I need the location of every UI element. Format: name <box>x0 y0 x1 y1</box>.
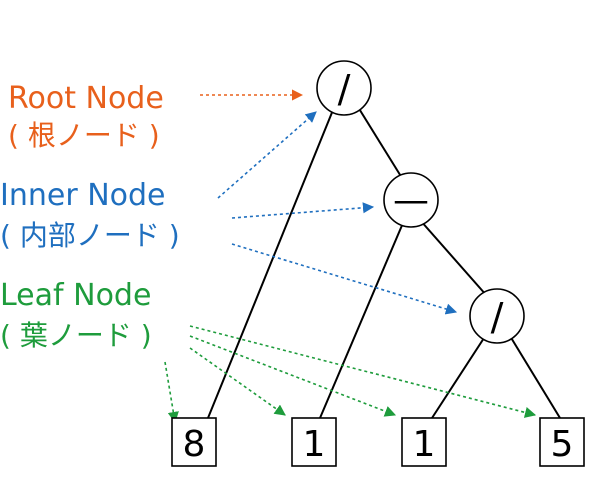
leaf-label-group: Leaf Node ( 葉ノード ) <box>0 278 152 352</box>
edge-inner1-leaf2 <box>319 222 404 419</box>
tree-edges <box>207 106 561 419</box>
leaf-arrow-to-leaf3 <box>189 335 397 417</box>
leaf-node-2-label: 1 <box>303 424 326 465</box>
root-node-label: / <box>338 67 351 111</box>
leaf-arrow-to-leaf1 <box>164 361 179 424</box>
inner-node-2: / <box>469 288 525 344</box>
leaf-arrow-to-leaf4 <box>189 325 537 418</box>
leaf-label-sub: ( 葉ノード ) <box>0 319 152 352</box>
leaf-node-4-label: 5 <box>551 424 574 465</box>
edge-root-leaf1 <box>207 109 334 419</box>
inner-node-1: — <box>383 172 439 228</box>
root-node: / <box>316 60 372 116</box>
edge-inner2-leaf3 <box>431 337 485 419</box>
leaf-node-3: 1 <box>401 417 447 467</box>
root-label-sub: ( 根ノード ) <box>8 119 160 152</box>
root-label-title: Root Node <box>8 81 164 116</box>
inner-arrow-to-inner1 <box>231 202 375 219</box>
leaf-node-1: 8 <box>171 417 217 467</box>
pointer-arrows <box>164 89 537 424</box>
inner-arrow-to-root <box>217 111 317 199</box>
leaf-node-3-label: 1 <box>413 424 436 465</box>
leaf-label-title: Leaf Node <box>0 278 151 313</box>
inner-label-sub: ( 内部ノード ) <box>0 219 180 252</box>
inner-node-1-label: — <box>393 180 429 221</box>
edge-root-inner1 <box>357 106 403 179</box>
inner-label-title: Inner Node <box>0 178 166 213</box>
leaf-node-2: 1 <box>291 417 337 467</box>
edge-inner1-inner2 <box>419 219 488 297</box>
edge-inner2-leaf4 <box>509 335 561 419</box>
leaf-node-4: 5 <box>539 417 585 467</box>
leaf-arrow-to-leaf2 <box>189 347 286 416</box>
root-label-group: Root Node ( 根ノード ) <box>8 81 164 152</box>
inner-node-2-label: / <box>491 295 504 339</box>
inner-label-group: Inner Node ( 内部ノード ) <box>0 178 180 252</box>
leaf-node-1-label: 8 <box>183 424 206 465</box>
